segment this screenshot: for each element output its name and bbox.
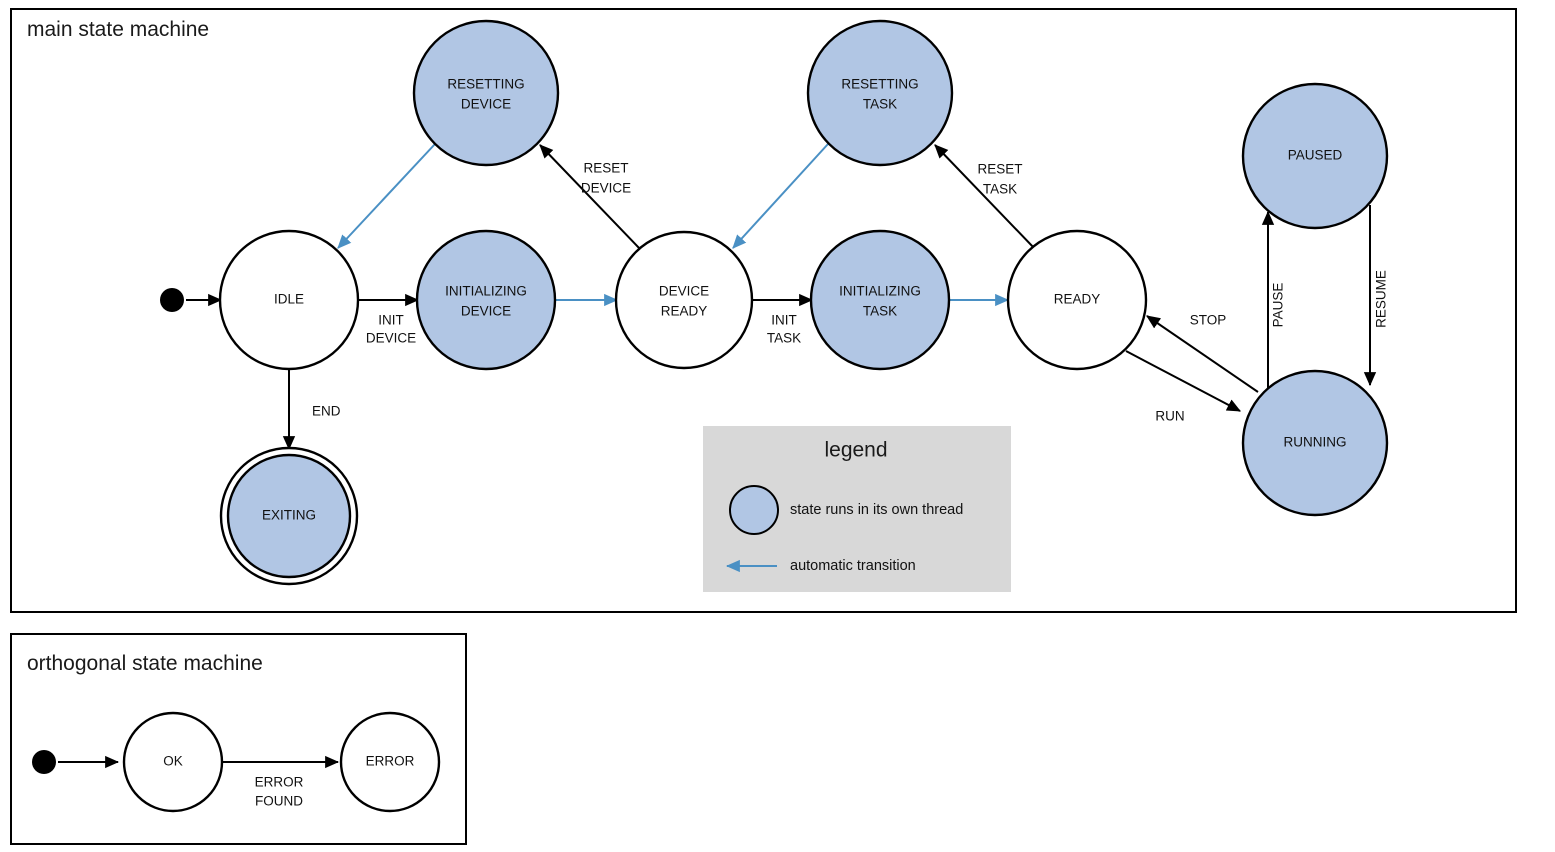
state-label: OK: [163, 754, 183, 769]
edge-label-resume: RESUME: [1374, 270, 1389, 328]
edge-label-pause: PAUSE: [1271, 283, 1286, 328]
edge-line: [934, 144, 1036, 250]
edge-label-init-task-line2: TASK: [767, 331, 801, 346]
edge-label-run: RUN: [1155, 409, 1184, 424]
state-circle[interactable]: [122, 711, 224, 813]
transition-idle-to-initializing-device: INIT DEVICE: [358, 293, 420, 346]
edge-line: [1146, 315, 1259, 393]
state-circle[interactable]: [809, 229, 951, 371]
edge-label-error-found-line2: FOUND: [255, 794, 303, 809]
edge-label-error-found-line1: ERROR: [255, 775, 304, 790]
edge-label-stop: STOP: [1190, 313, 1227, 328]
state-label-line2: TASK: [863, 97, 897, 112]
edge-label-init-device-line1: INIT: [378, 313, 404, 328]
state-circle[interactable]: [614, 230, 754, 370]
state-label-line1: DEVICE: [659, 284, 709, 299]
edge-line: [732, 143, 829, 249]
edge-line: [539, 144, 641, 250]
state-circle[interactable]: [339, 711, 441, 813]
legend-item-label: state runs in its own thread: [790, 502, 963, 518]
transition-ready-to-resetting-task: RESET TASK: [934, 144, 1036, 250]
edge-line: [337, 143, 436, 249]
state-device-ready[interactable]: DEVICE READY: [614, 230, 754, 370]
state-label: IDLE: [274, 292, 304, 307]
legend-title: legend: [824, 439, 887, 462]
state-label-line2: DEVICE: [461, 304, 511, 319]
state-circle[interactable]: [1241, 369, 1389, 517]
state-circle[interactable]: [226, 453, 352, 579]
state-paused[interactable]: PAUSED: [1241, 82, 1389, 230]
state-label-line2: READY: [661, 304, 708, 319]
transition-resetting-device-to-idle: [337, 143, 436, 249]
edge-label-reset-device-line1: RESET: [583, 161, 628, 176]
state-circle[interactable]: [218, 229, 360, 371]
legend: legend state runs in its own thread auto…: [703, 426, 1011, 592]
state-label: EXITING: [262, 508, 316, 523]
edge-label-reset-task-line1: RESET: [977, 162, 1022, 177]
transition-device-ready-to-initializing-task: INIT TASK: [752, 293, 814, 346]
blue-circle-icon: [729, 485, 779, 535]
edge-label-reset-task-line2: TASK: [983, 182, 1017, 197]
initial-state-dot-main: [160, 288, 184, 312]
state-running[interactable]: RUNNING: [1241, 369, 1389, 517]
main-panel-title: main state machine: [27, 18, 209, 41]
state-label: PAUSED: [1288, 148, 1343, 163]
edge-label-end: END: [312, 404, 341, 419]
state-resetting-device[interactable]: RESETTING DEVICE: [412, 19, 560, 167]
state-ok[interactable]: OK: [122, 711, 224, 813]
state-label-line1: RESETTING: [447, 77, 524, 92]
orthogonal-panel-title: orthogonal state machine: [27, 652, 263, 675]
legend-item-auto-transition: automatic transition: [725, 558, 916, 574]
state-label-line1: INITIALIZING: [445, 284, 527, 299]
edge-line: [1125, 350, 1241, 412]
transition-running-to-ready: STOP: [1146, 313, 1259, 393]
state-exiting[interactable]: EXITING: [219, 446, 359, 586]
legend-item-thread-state: state runs in its own thread: [729, 485, 963, 535]
transition-running-to-paused: PAUSE: [1261, 210, 1286, 390]
transition-ready-to-running: RUN: [1125, 350, 1241, 424]
state-idle[interactable]: IDLE: [218, 229, 360, 371]
transition-ok-to-error: ERROR FOUND: [222, 755, 340, 809]
state-resetting-task[interactable]: RESETTING TASK: [806, 19, 954, 167]
state-label-line2: TASK: [863, 304, 897, 319]
edge-label-init-task-line1: INIT: [771, 313, 797, 328]
state-initializing-device[interactable]: INITIALIZING DEVICE: [415, 229, 557, 371]
state-circle[interactable]: [1006, 229, 1148, 371]
initial-state-dot-orthogonal: [32, 750, 56, 774]
state-label-line1: INITIALIZING: [839, 284, 921, 299]
edge-label-init-device-line2: DEVICE: [366, 331, 416, 346]
transition-device-ready-to-resetting-device: RESET DEVICE: [539, 144, 641, 250]
state-label: READY: [1054, 292, 1101, 307]
legend-item-label: automatic transition: [790, 558, 916, 574]
transition-paused-to-running: RESUME: [1363, 205, 1389, 387]
transition-resetting-task-to-device-ready: [732, 143, 829, 249]
state-label-line2: DEVICE: [461, 97, 511, 112]
state-circle[interactable]: [412, 19, 560, 167]
state-circle[interactable]: [415, 229, 557, 371]
edge-label-reset-device-line2: DEVICE: [581, 181, 631, 196]
state-ready[interactable]: READY: [1006, 229, 1148, 371]
state-circle[interactable]: [1241, 82, 1389, 230]
state-error[interactable]: ERROR: [339, 711, 441, 813]
transition-idle-to-exiting: END: [282, 368, 341, 451]
state-label-line1: RESETTING: [841, 77, 918, 92]
state-circle[interactable]: [806, 19, 954, 167]
state-label: RUNNING: [1284, 435, 1347, 450]
state-initializing-task[interactable]: INITIALIZING TASK: [809, 229, 951, 371]
state-label: ERROR: [366, 754, 415, 769]
